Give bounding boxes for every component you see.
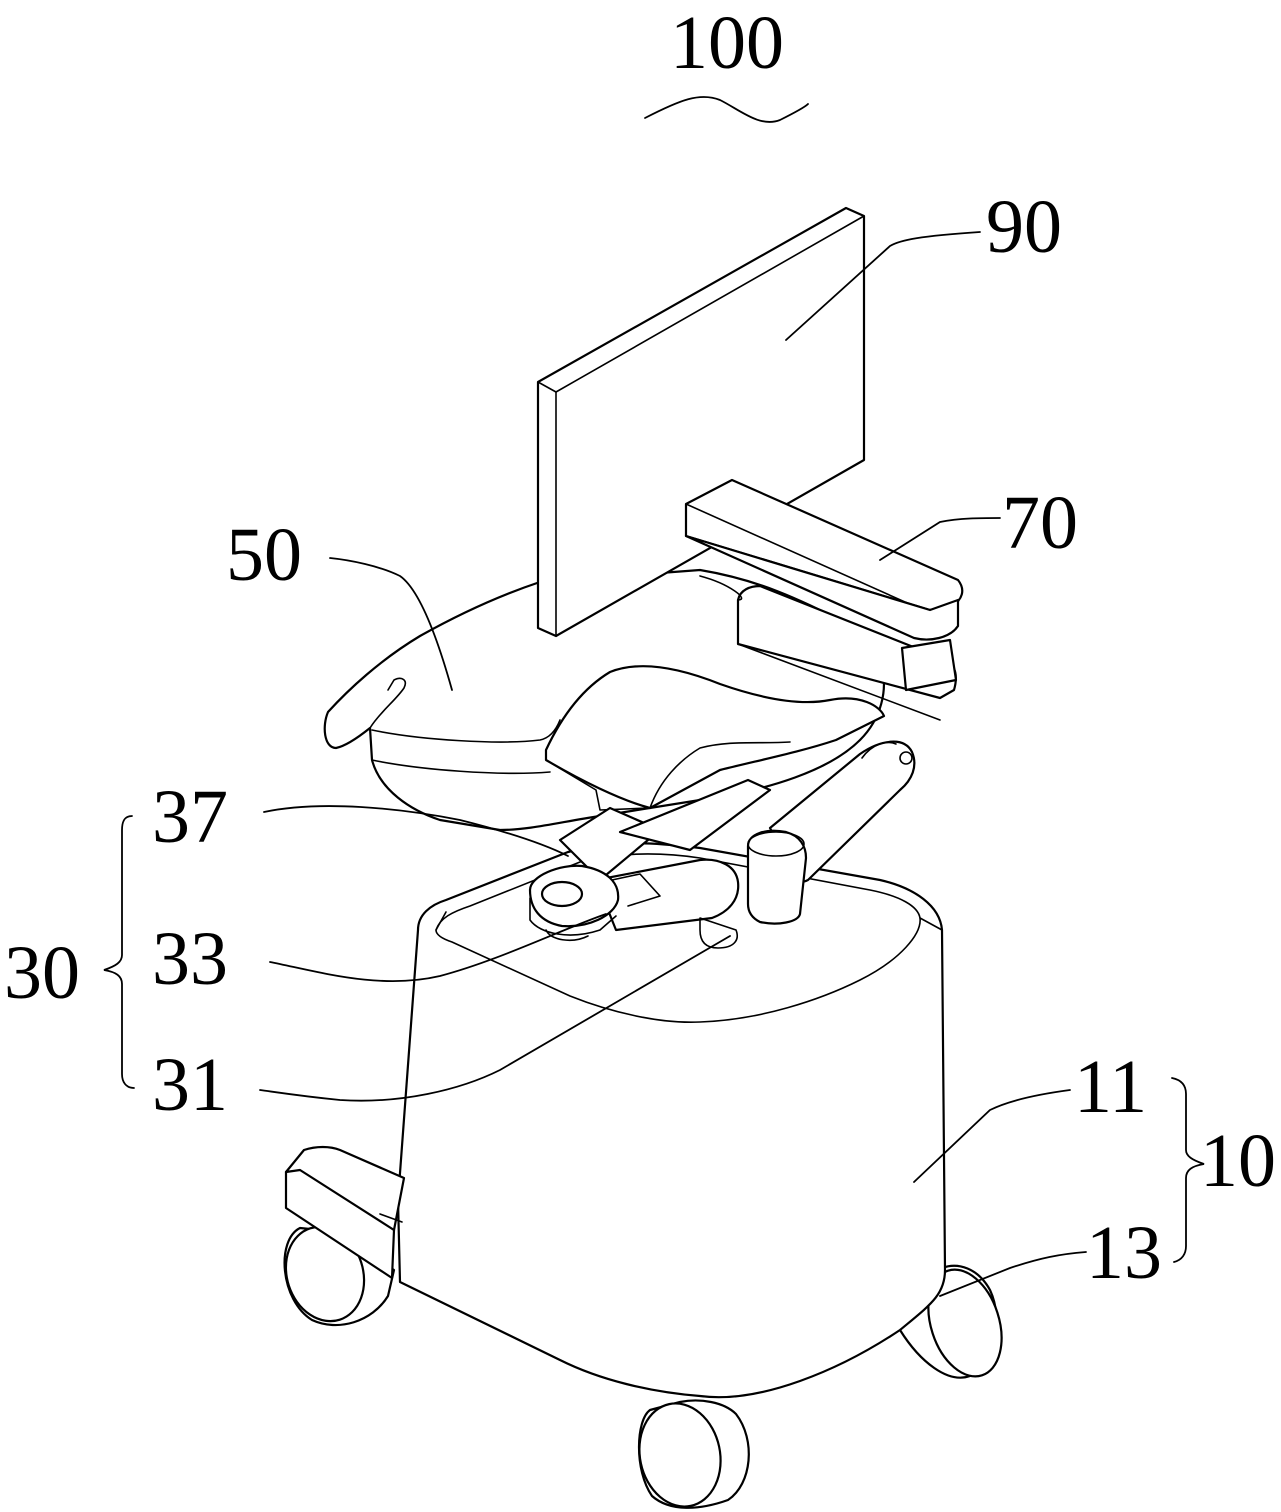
label-33: 33 bbox=[152, 917, 228, 1001]
label-90: 90 bbox=[986, 185, 1062, 269]
arm-assembly bbox=[528, 740, 916, 949]
label-100: 100 bbox=[670, 1, 784, 85]
wheel-front-center bbox=[637, 1399, 750, 1509]
leader-33 bbox=[269, 913, 607, 982]
base-body bbox=[396, 842, 947, 1399]
label-37: 37 bbox=[152, 775, 228, 859]
label-11: 11 bbox=[1074, 1045, 1147, 1129]
leader-70 bbox=[879, 517, 1001, 561]
monitor-arm bbox=[684, 478, 964, 721]
leader-90 bbox=[785, 231, 981, 341]
leader-31 bbox=[259, 935, 731, 1102]
label-13: 13 bbox=[1086, 1211, 1162, 1295]
leader-13 bbox=[939, 1251, 1087, 1297]
label-70: 70 bbox=[1002, 481, 1078, 565]
label-50: 50 bbox=[226, 513, 302, 597]
brace-10 bbox=[1171, 1077, 1205, 1263]
wheel-rear-right bbox=[898, 1264, 1003, 1379]
label-10: 10 bbox=[1200, 1119, 1276, 1203]
label-31: 31 bbox=[152, 1043, 228, 1127]
leader-37 bbox=[263, 805, 569, 857]
leader-11 bbox=[913, 1089, 1071, 1183]
front-handle bbox=[284, 1145, 406, 1280]
label-30: 30 bbox=[4, 931, 80, 1015]
leader-50 bbox=[329, 557, 453, 691]
leader-100 bbox=[644, 96, 809, 123]
leader-lines bbox=[259, 96, 1087, 1297]
brace-30 bbox=[103, 815, 135, 1089]
monitor bbox=[536, 206, 866, 638]
